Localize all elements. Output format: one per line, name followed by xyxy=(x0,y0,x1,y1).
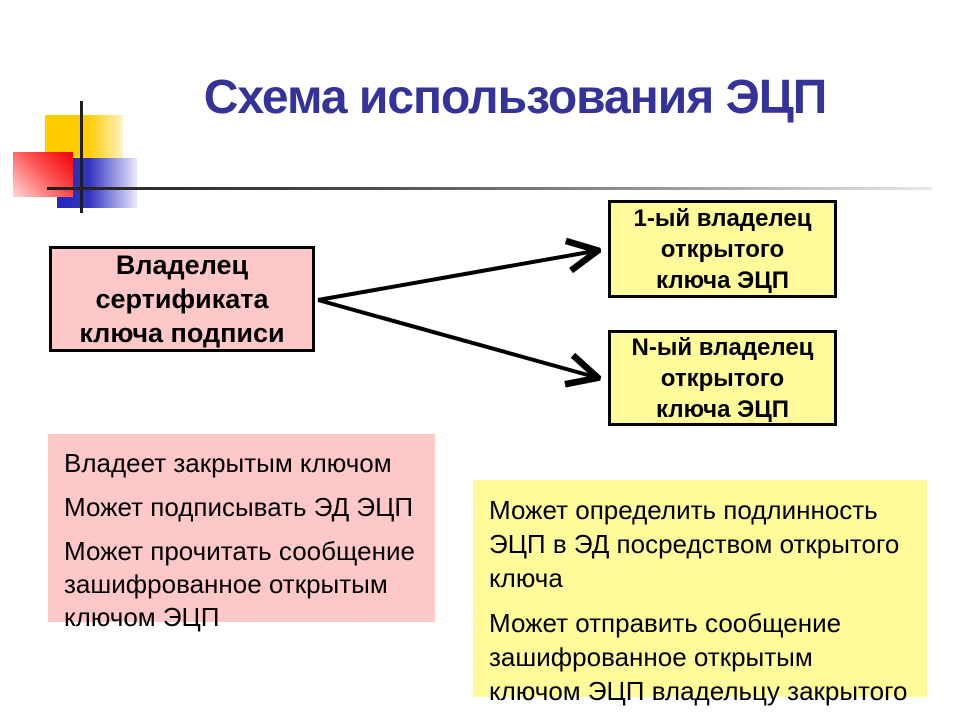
owner-box-line-1: Владелец xyxy=(115,250,249,280)
decoration-red-square xyxy=(13,152,73,197)
arrow-to-recipient-1 xyxy=(317,251,595,302)
owner-capability-2: Может подписывать ЭД ЭЦП xyxy=(64,492,414,522)
owner-capability-3: Может прочитать сообщение зашифрованное … xyxy=(64,536,415,632)
decoration-vertical-line xyxy=(80,101,83,213)
slide-title: Схема использования ЭЦП xyxy=(203,71,828,124)
recipient-capability-1: Может определить подлинность ЭЦП в ЭД по… xyxy=(489,495,900,593)
recipient-1-box: 1-ый владелец открытого ключа ЭЦП xyxy=(608,200,837,298)
recipient-capability-2: Может отправить сообщение зашифрованное … xyxy=(489,608,908,720)
recipient-1-line-2: открытого xyxy=(660,235,785,263)
recipient-1-line-1: 1-ый владелец xyxy=(633,204,812,232)
owner-box-line-2: сертификата xyxy=(95,284,269,314)
owner-capability-1: Владеет закрытым ключом xyxy=(64,448,392,478)
arrow-to-recipient-n xyxy=(317,298,595,377)
recipient-n-line-1: N-ый владелец xyxy=(631,333,814,361)
title-underline xyxy=(47,187,932,190)
recipient-1-line-3: ключа ЭЦП xyxy=(656,266,789,294)
owner-certificate-box: Владелец сертификата ключа подписи xyxy=(49,246,315,352)
owner-capabilities-panel: Владеет закрытым ключом Может подписыват… xyxy=(48,434,435,632)
owner-box-line-3: ключа подписи xyxy=(79,318,285,348)
recipient-n-line-2: открытого xyxy=(660,364,785,392)
recipient-n-box: N-ый владелец открытого ключа ЭЦП xyxy=(608,330,837,426)
recipient-n-line-3: ключа ЭЦП xyxy=(656,395,789,423)
recipient-capabilities-panel: Может определить подлинность ЭЦП в ЭД по… xyxy=(473,480,927,720)
